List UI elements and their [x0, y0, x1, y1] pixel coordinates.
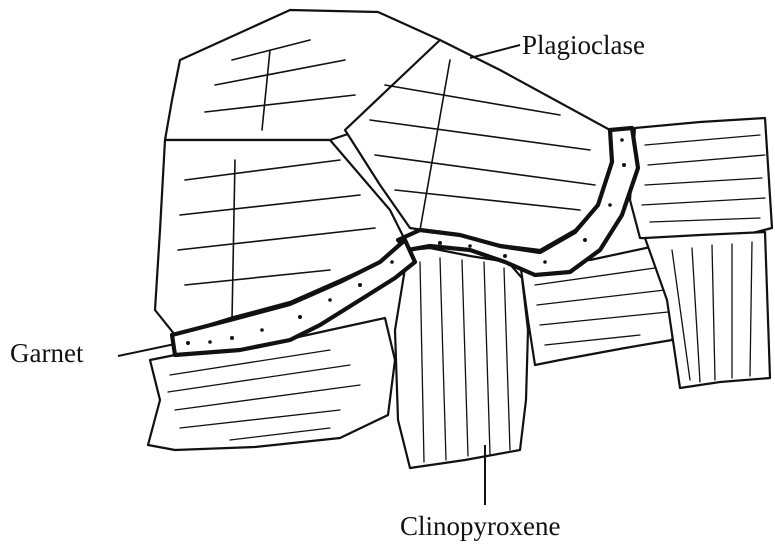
plagioclase-label: Plagioclase [522, 30, 645, 60]
plagioclase-leader-line [470, 45, 520, 58]
garnet-leader-line [118, 344, 175, 356]
garnet-label: Garnet [10, 338, 84, 368]
central-clinopyroxene-prism [395, 248, 528, 468]
right-layered-slab [630, 118, 772, 240]
clinopyroxene-label: Clinopyroxene [400, 511, 560, 541]
